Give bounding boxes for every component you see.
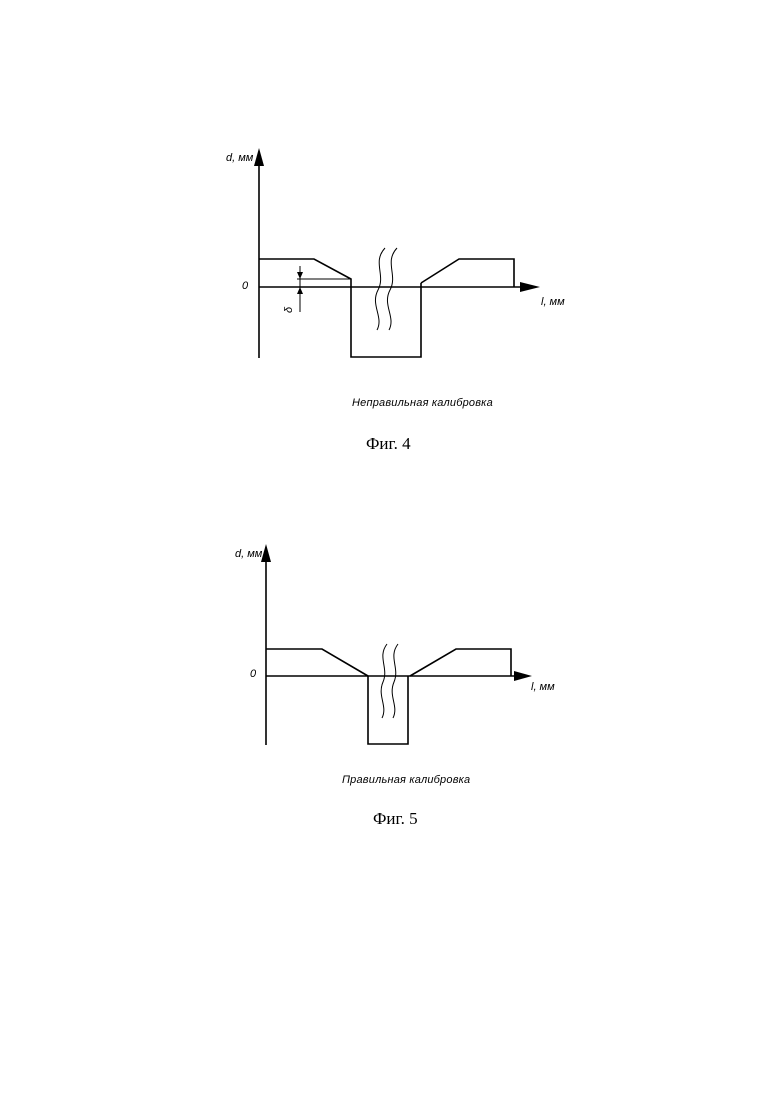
caption-incorrect-calibration: Неправильная калибровка [352, 397, 493, 409]
figure-4: d, мм l, мм 0 δ Неправильная калибровка … [0, 0, 780, 480]
delta-arrow-bottom [297, 287, 303, 294]
profile-right-shoulder [421, 259, 514, 287]
profile-groove [351, 283, 421, 357]
break-mark-left [375, 248, 385, 330]
profile-left-shoulder [259, 259, 351, 287]
profile-groove [368, 676, 408, 744]
delta-label: δ [283, 306, 295, 313]
break-mark-left [381, 644, 387, 718]
break-mark-right [387, 248, 397, 330]
caption-correct-calibration: Правильная калибровка [342, 774, 470, 786]
y-axis-arrow [254, 148, 264, 166]
x-axis-arrow [520, 282, 540, 292]
zero-label: 0 [242, 280, 249, 292]
zero-label: 0 [250, 668, 257, 680]
delta-arrow-top [297, 272, 303, 279]
figure-4-label: Фиг. 4 [366, 434, 411, 454]
break-mark-right [392, 644, 398, 718]
profile-left-shoulder [266, 649, 368, 676]
x-axis-label: l, мм [531, 681, 555, 693]
y-axis-label: d, мм [235, 548, 263, 560]
figure-5: d, мм l, мм 0 Правильная калибровка Фиг.… [0, 520, 780, 860]
x-axis-label: l, мм [541, 296, 565, 308]
y-axis-arrow [261, 544, 271, 562]
x-axis-arrow [514, 671, 532, 681]
y-axis-label: d, мм [226, 152, 254, 164]
profile-right-shoulder [410, 649, 511, 676]
figure-5-label: Фиг. 5 [373, 809, 418, 829]
